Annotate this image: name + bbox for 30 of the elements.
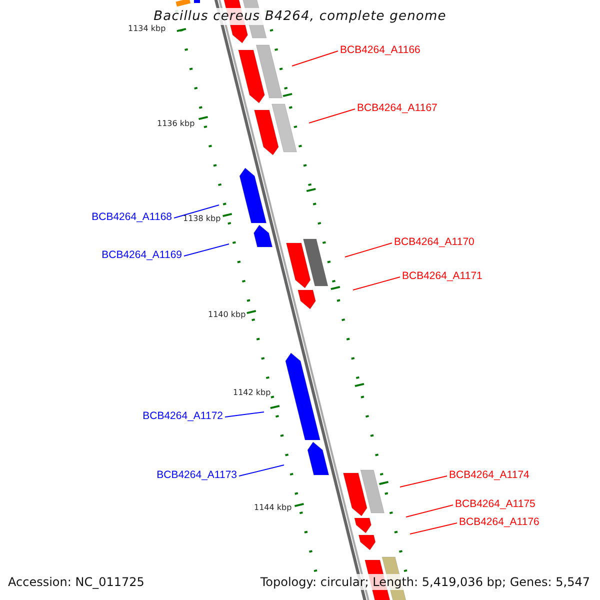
leader-line [184, 244, 230, 256]
leader-line [352, 276, 400, 290]
leader-line [410, 522, 458, 534]
gene-label: BCB4264_A1176 [459, 516, 540, 528]
leader-line [344, 242, 392, 258]
leader-line [400, 476, 448, 488]
leader-line [406, 504, 454, 518]
accession-text: Accession: NC_011725 [6, 574, 146, 590]
scale-label: 1144 kbp [254, 503, 292, 513]
scale-label: 1134 kbp [128, 24, 166, 34]
leader-line [224, 412, 264, 418]
gene-label: BCB4264_A1171 [402, 270, 482, 282]
scale-label: 1138 kbp [183, 214, 221, 224]
leader-line [238, 464, 284, 476]
leader-line [292, 50, 338, 66]
gene-label: BCB4264_A1173 [156, 469, 237, 481]
gene-label: BCB4264_A1170 [394, 236, 474, 248]
gene-label: BCB4264_A1166 [340, 44, 420, 56]
scale-label: 1136 kbp [157, 119, 195, 129]
gene-label: BCB4264_A1175 [455, 498, 536, 510]
gene-label: BCB4264_A1168 [92, 211, 172, 223]
genome-info-text: Topology: circular; Length: 5,419,036 bp; Genes: 5,547 [258, 574, 592, 590]
leader-line [308, 108, 356, 124]
gene-label: BCB4264_A1174 [449, 469, 530, 481]
scale-label: 1142 kbp [233, 388, 271, 398]
scale-label: 1140 kbp [208, 310, 246, 320]
gene-label: BCB4264_A1172 [142, 410, 223, 422]
gene-label: BCB4264_A1169 [102, 249, 182, 261]
leader-line [174, 204, 220, 218]
gene-label: BCB4264_A1167 [357, 102, 438, 114]
